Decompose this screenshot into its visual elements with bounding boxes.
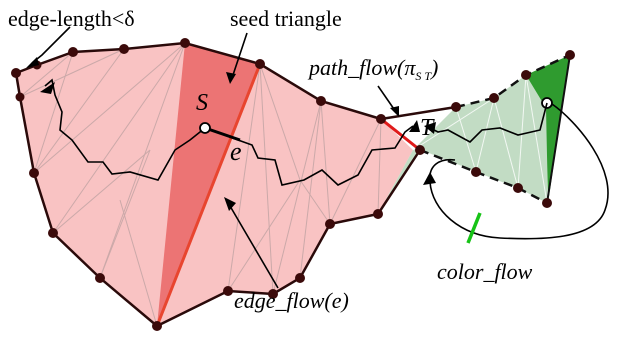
flow-path-right [204, 125, 414, 186]
flow-path-green [429, 102, 548, 143]
green-region-dark [526, 55, 570, 203]
flow-path-left [44, 78, 206, 181]
seed-triangle-leader [231, 32, 248, 79]
seed-edge [155, 63, 262, 327]
color-flow-marker [466, 212, 482, 244]
flow-path-right-arrowhead [409, 120, 420, 132]
path-flow-edge [380, 117, 421, 152]
seed-triangle-arrowhead [226, 72, 236, 84]
seed-triangle [157, 43, 260, 326]
t-label: T [420, 115, 435, 141]
edge-length-arrowhead [26, 57, 39, 68]
flow-path-left-arrowhead [40, 82, 55, 94]
edge-flow-label: edge_flow(e) [234, 288, 349, 313]
flow-path-green-arrowhead [424, 122, 436, 134]
green-triangulation [412, 74, 548, 204]
path-flow-label: path_flow(πS T) [307, 55, 438, 83]
color-flow-label: color_flow [437, 259, 533, 284]
path-flow-arrowhead [390, 106, 399, 117]
edge-flow-leader [229, 205, 279, 289]
seed-direction-segment [204, 126, 241, 142]
source-point-s [199, 122, 211, 134]
mesh-region [16, 43, 413, 326]
green-boundary-right [546, 54, 571, 204]
green-region-light [378, 55, 570, 214]
edge-flow-arrowhead [224, 197, 236, 211]
e-label: e [230, 137, 242, 166]
mesh-vertices [11, 38, 575, 331]
mesh-boundary-top [380, 105, 457, 121]
green-boundary-dashed [419, 53, 571, 205]
color-flow-arrowhead [423, 172, 436, 185]
edge-length-label: edge-length<δ [8, 6, 135, 31]
s-label: S [196, 90, 208, 116]
seed-triangle-label: seed triangle [230, 6, 342, 31]
path-flow-subscript: S T [415, 69, 432, 83]
